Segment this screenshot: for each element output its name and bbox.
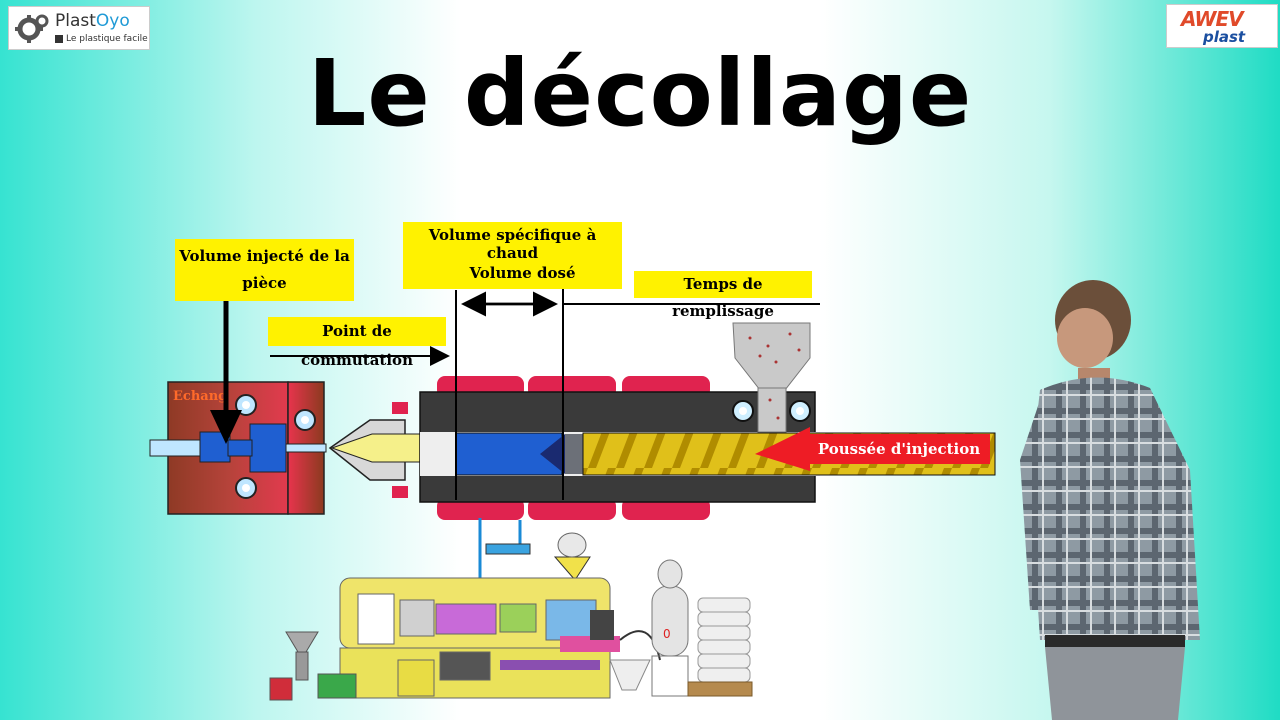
svg-text:0: 0 (663, 627, 671, 641)
mold (149, 381, 327, 515)
plastoyo-brand: PlastOyo (55, 11, 130, 31)
label-volume-dose: Volume dosé (469, 264, 576, 282)
hopper (732, 322, 811, 433)
plastoyo-tagline: Le plastique facile (55, 34, 148, 44)
awevplast-brand-bottom: plast (1203, 28, 1246, 46)
awevplast-brand-top: AWEV (1181, 7, 1244, 31)
label-poussee-injection: Poussée d'injection (808, 434, 990, 464)
label-point-commutation: Point de commutation (268, 317, 446, 369)
injection-machine-illustration: 0 (269, 532, 753, 701)
label-volume-specifique: Volume spécifique à chaud Volume dosé (403, 222, 622, 289)
presenter-image (1020, 280, 1200, 720)
push-arrow-head (755, 427, 810, 471)
plastoyo-logo: PlastOyo Le plastique facile (8, 6, 150, 50)
checkbox-icon (55, 34, 63, 43)
gear-icon (15, 14, 49, 43)
mold-label: Echang (173, 389, 227, 404)
awevplast-logo: AWEV plast (1166, 4, 1278, 48)
label-volume-injecte: Volume injecté de la pièce (175, 239, 354, 301)
label-volume-specifique-text: Volume spécifique à chaud (428, 226, 597, 262)
page-title: Le décollage (307, 40, 973, 147)
barrel (419, 391, 996, 503)
label-temps-remplissage: Temps de remplissage (634, 271, 812, 320)
